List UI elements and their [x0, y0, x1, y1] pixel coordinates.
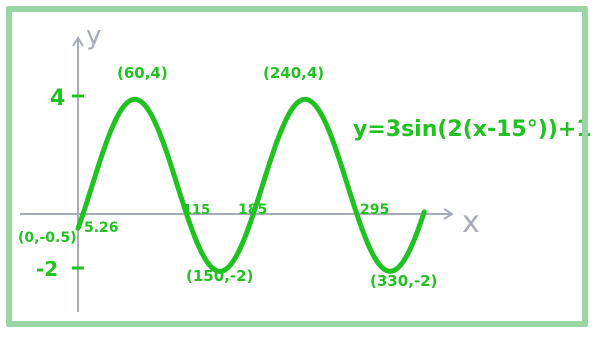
y-intercept-label: (0,-0.5) [18, 230, 76, 246]
max-point-label-1: (60,4) [117, 64, 168, 82]
x-intercept-label-3: 185 [238, 202, 267, 218]
y-tick-label-minus2: -2 [36, 257, 58, 281]
x-intercept-label-4: 295 [360, 202, 389, 218]
y-axis-label: y [86, 21, 101, 51]
x-axis-arrow [443, 208, 454, 220]
x-intercept-label-2: 115 [183, 203, 210, 218]
max-point-label-2: (240,4) [263, 64, 324, 82]
min-point-label-1: (150,-2) [186, 267, 253, 285]
min-point-label-2: (330,-2) [370, 272, 437, 290]
y-axis-arrow [72, 36, 84, 47]
x-axis-label: x [462, 205, 480, 240]
sine-curve [75, 96, 427, 274]
y-tick-label-4: 4 [50, 86, 65, 111]
equation-label: y=3sin(2(x-15°))+1 [353, 117, 592, 142]
x-intercept-label-1: 5.26 [84, 220, 119, 236]
